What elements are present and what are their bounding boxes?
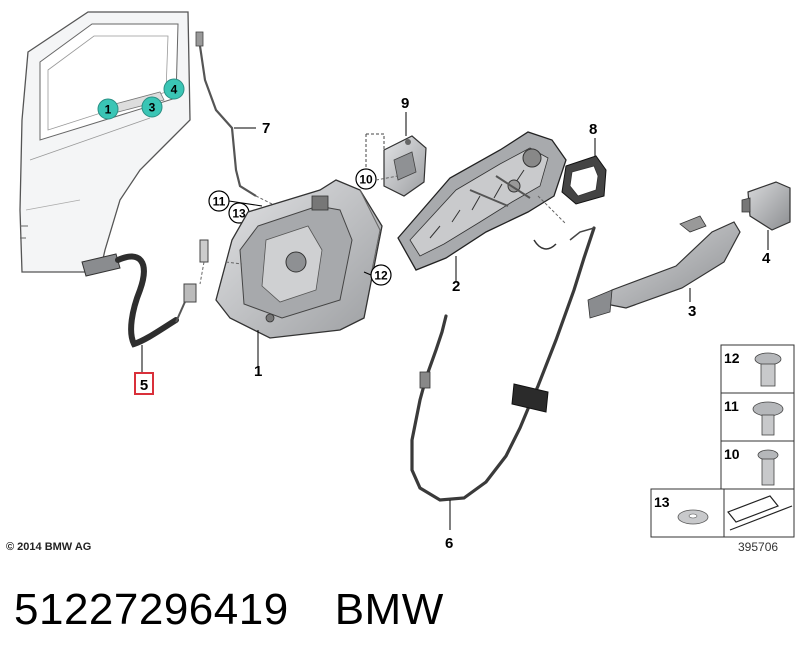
caption: 51227296419 BMW <box>14 585 444 635</box>
door-outline <box>19 11 191 273</box>
svg-text:4: 4 <box>171 83 178 97</box>
part-5-label: 5 <box>134 372 154 395</box>
legend-item-13: 13 <box>650 488 725 538</box>
part-7-label: 7 <box>262 120 270 137</box>
part-1-label: 1 <box>254 363 262 380</box>
striker-part-9 <box>365 112 427 197</box>
callout-10: 10 <box>355 168 399 190</box>
legend-item-12: 12 <box>720 344 795 394</box>
part-number: 51227296419 <box>14 585 289 634</box>
drawing-number: 395706 <box>738 540 779 554</box>
wiring-harness-part-5 <box>81 239 209 372</box>
svg-text:1: 1 <box>105 103 112 117</box>
callout-12: 12 <box>363 264 392 286</box>
part-8-label: 8 <box>589 121 597 138</box>
bowden-cable-part-6 <box>410 226 596 530</box>
legend-arrow-box <box>723 488 795 538</box>
door-marker-1: 1 <box>97 98 119 120</box>
svg-text:12: 12 <box>374 269 388 283</box>
svg-text:11: 11 <box>213 195 226 209</box>
svg-text:12: 12 <box>724 350 740 366</box>
copyright-text: © 2014 BMW AG <box>6 541 92 553</box>
part-2-label: 2 <box>452 278 460 295</box>
part-6-label: 6 <box>445 535 453 552</box>
legend-item-10: 10 <box>720 440 795 490</box>
svg-text:11: 11 <box>724 398 739 414</box>
legend-item-11: 11 <box>720 392 795 442</box>
part-4-label: 4 <box>762 250 771 267</box>
part-9-label: 9 <box>401 95 409 112</box>
door-marker-3: 3 <box>141 96 163 118</box>
door-lock-part-1 <box>215 179 383 366</box>
actuating-rod-part-7 <box>195 31 273 205</box>
handle-carrier-part-2 <box>397 131 567 282</box>
brand-name: BMW <box>334 585 444 634</box>
gasket-part-8 <box>561 138 607 205</box>
door-handle-part-3 <box>587 215 741 319</box>
svg-text:13: 13 <box>654 494 670 510</box>
svg-text:5: 5 <box>140 377 148 394</box>
svg-text:3: 3 <box>149 101 156 115</box>
svg-text:10: 10 <box>359 173 373 187</box>
door-marker-4: 4 <box>163 78 185 100</box>
part-3-label: 3 <box>688 303 696 320</box>
callout-11: 11 <box>208 190 263 212</box>
svg-text:10: 10 <box>724 446 740 462</box>
lock-cap-part-4 <box>741 181 791 250</box>
svg-text:13: 13 <box>232 207 246 221</box>
